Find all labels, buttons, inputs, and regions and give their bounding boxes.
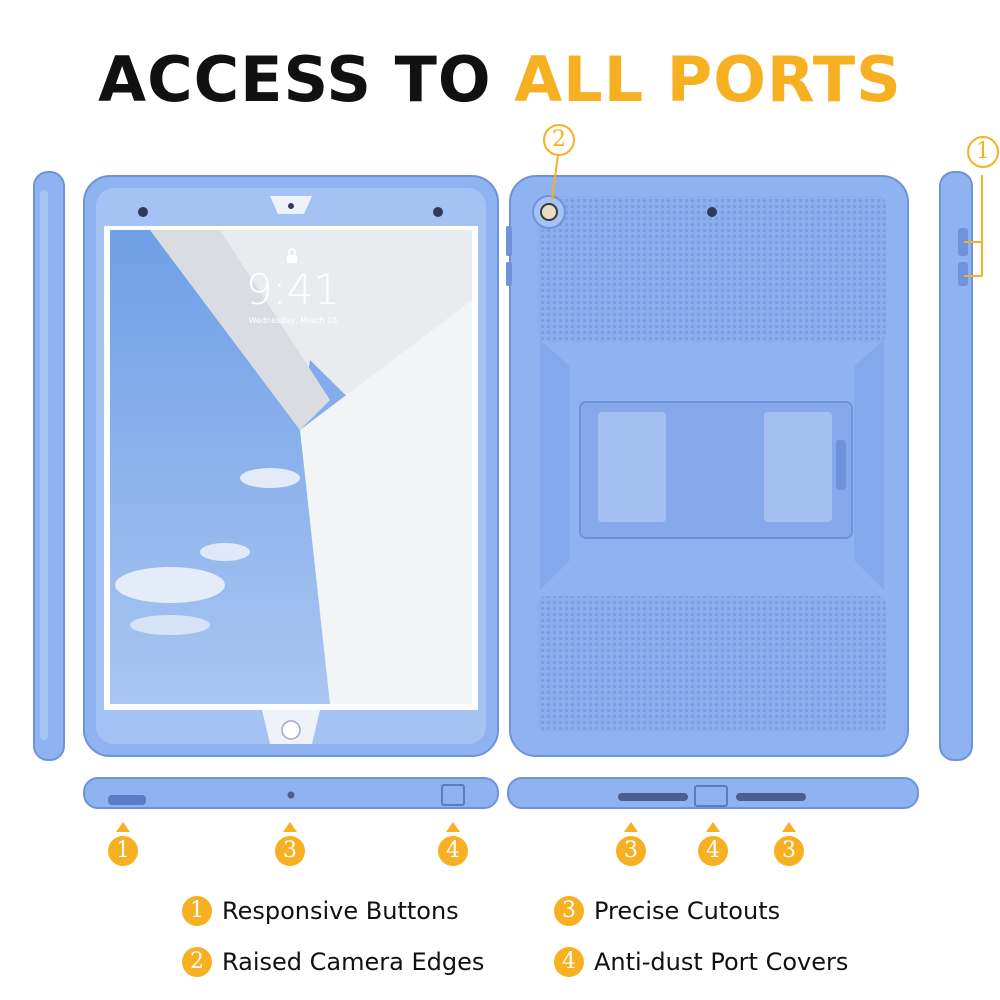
legend-badge-2: 2: [182, 947, 212, 977]
legend-item-3: 3 Precise Cutouts: [554, 896, 780, 926]
legend-text-3: Precise Cutouts: [594, 897, 781, 925]
bottom-left-arrow-3: [446, 822, 460, 832]
legend-badge-1: 1: [182, 896, 212, 926]
headline-part-2: ALL PORTS: [514, 43, 902, 116]
legend-item-1: 1 Responsive Buttons: [182, 896, 459, 926]
bottom-left-arrow-2: [283, 822, 297, 832]
right-side-view: [939, 171, 973, 761]
legend-item-2: 2 Raised Camera Edges: [182, 947, 484, 977]
home-button: [281, 720, 301, 740]
left-side-view: [33, 171, 65, 761]
back-view: [506, 175, 909, 757]
legend-item-4: 4 Anti-dust Port Covers: [554, 947, 848, 977]
legend-badge-4: 4: [554, 947, 584, 977]
bottom-left-badge-1: 1: [108, 836, 138, 866]
bottom-left-arrow-1: [116, 822, 130, 832]
bottom-left-badge-2: 3: [275, 836, 305, 866]
legend-text-4: Anti-dust Port Covers: [594, 948, 849, 976]
lockscreen-date: Wednesday, March 18: [248, 316, 338, 325]
lockscreen-time: 9:41: [245, 265, 341, 314]
bottom-left-badge-3: 4: [438, 836, 468, 866]
headline-part-1: ACCESS TO: [98, 43, 492, 116]
bottom-right-badge-2: 4: [698, 836, 728, 866]
bottom-right-arrow-2: [706, 822, 720, 832]
legend-badge-3: 3: [554, 896, 584, 926]
bottom-edge-right: [507, 777, 919, 809]
camera-callout-badge: 2: [543, 124, 575, 156]
legend-text-1: Responsive Buttons: [222, 897, 459, 925]
bottom-right-arrow-3: [782, 822, 796, 832]
lock-icon: [287, 255, 297, 263]
headline: ACCESS TO ALL PORTS: [0, 40, 1000, 120]
legend-text-2: Raised Camera Edges: [222, 948, 485, 976]
front-view: [83, 175, 499, 757]
bottom-right-badge-3: 3: [774, 836, 804, 866]
bottom-right-arrow-1: [624, 822, 638, 832]
bottom-right-badge-1: 3: [616, 836, 646, 866]
side-buttons-callout-badge: 1: [967, 136, 999, 168]
